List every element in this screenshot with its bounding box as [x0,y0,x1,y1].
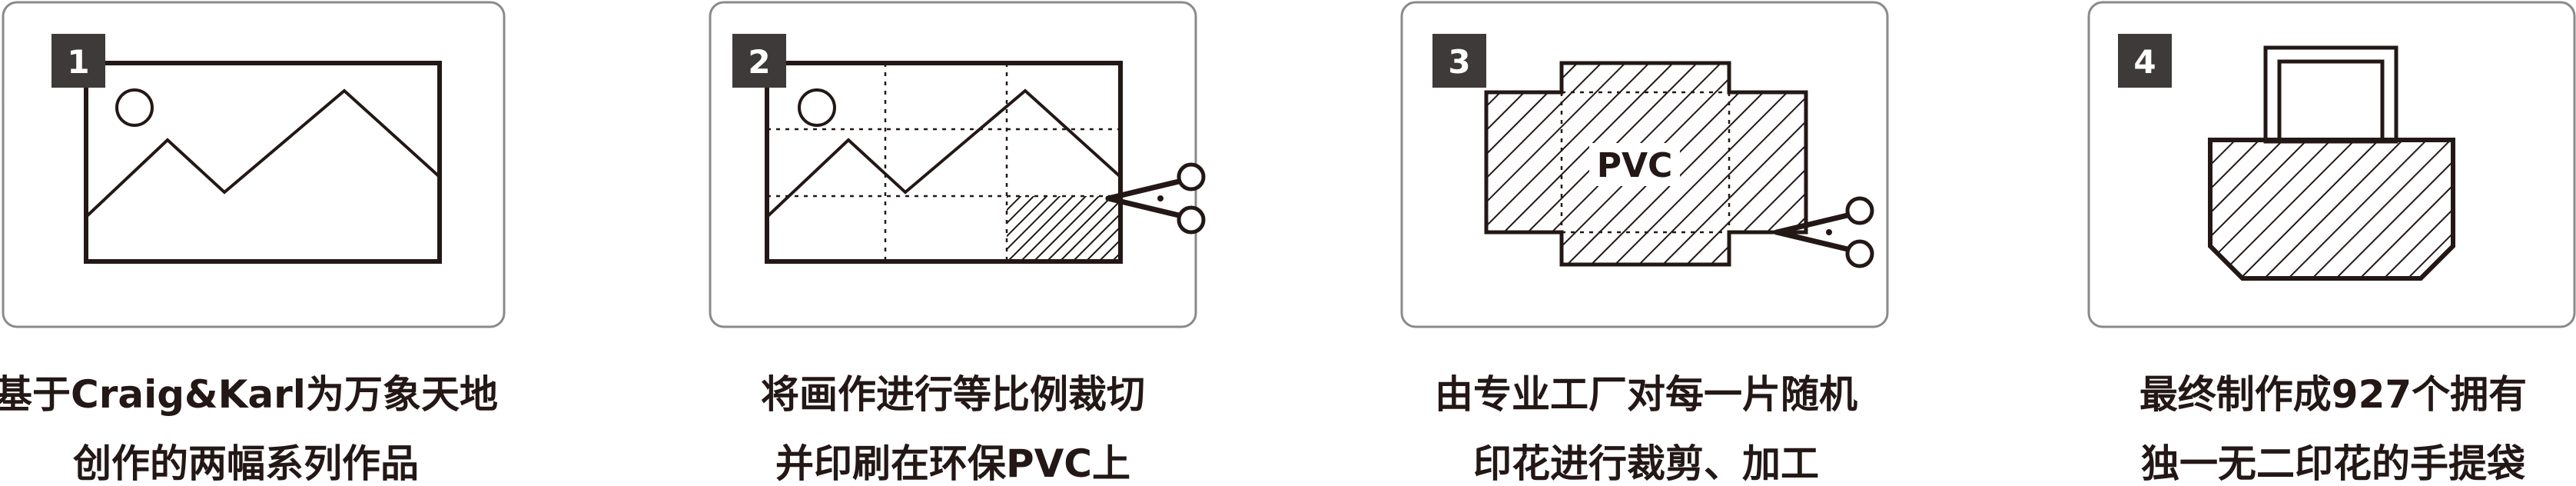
step-caption-line-1: 将画作进行等比例裁切 [761,372,1145,417]
step-2-card: 2 [709,1,1206,328]
step-1-card: 1 [2,1,506,328]
step-caption-line-1: 最终制作成927个拥有 [2139,372,2528,417]
step-caption-line-1: 由专业工厂对每一片随机 [1435,372,1857,417]
step-number: 4 [2133,43,2156,81]
step-number-badge: 1 [51,34,105,88]
step-caption-line-1: 基于Craig&Karl为万象天地 [0,372,498,417]
step-number-badge: 4 [2118,34,2172,88]
step-number: 3 [1448,43,1470,81]
step-number-badge: 2 [732,34,786,88]
step-4-card: 4 [2087,1,2576,328]
scissors-icon [1774,196,1874,268]
landscape-picture-icon [84,61,442,264]
tote-bag-icon [2208,45,2455,281]
step-number-badge: 3 [1432,34,1486,88]
cut-grid-picture-icon [765,61,1123,264]
step-caption-line-2: 创作的两幅系列作品 [73,441,419,486]
step-caption-line-2: 独一无二印花的手提袋 [2141,441,2525,486]
step-number: 2 [748,43,770,81]
step-3-card: PVC 3 [1400,1,1889,328]
scissors-icon [1105,162,1206,235]
material-label: PVC [1597,146,1673,185]
step-number: 1 [67,43,89,81]
step-2: 2 将画作进行等比例裁切 并印刷在环保PVC上 [707,0,1206,486]
step-3: PVC 3 由专业工厂对每一片随机 印花进行裁剪、加工 [1400,0,1892,486]
step-caption-line-2: 印花进行裁剪、加工 [1473,441,1819,486]
step-1: 1 基于Craig&Karl为万象天地 创作的两幅系列作品 [0,0,506,486]
step-caption-line-2: 并印刷在环保PVC上 [775,441,1131,486]
step-4: 4 最终制作成927个拥有 独一无二印花的手提袋 [2087,0,2576,486]
pvc-cut-pattern-icon: PVC [1484,61,1808,267]
